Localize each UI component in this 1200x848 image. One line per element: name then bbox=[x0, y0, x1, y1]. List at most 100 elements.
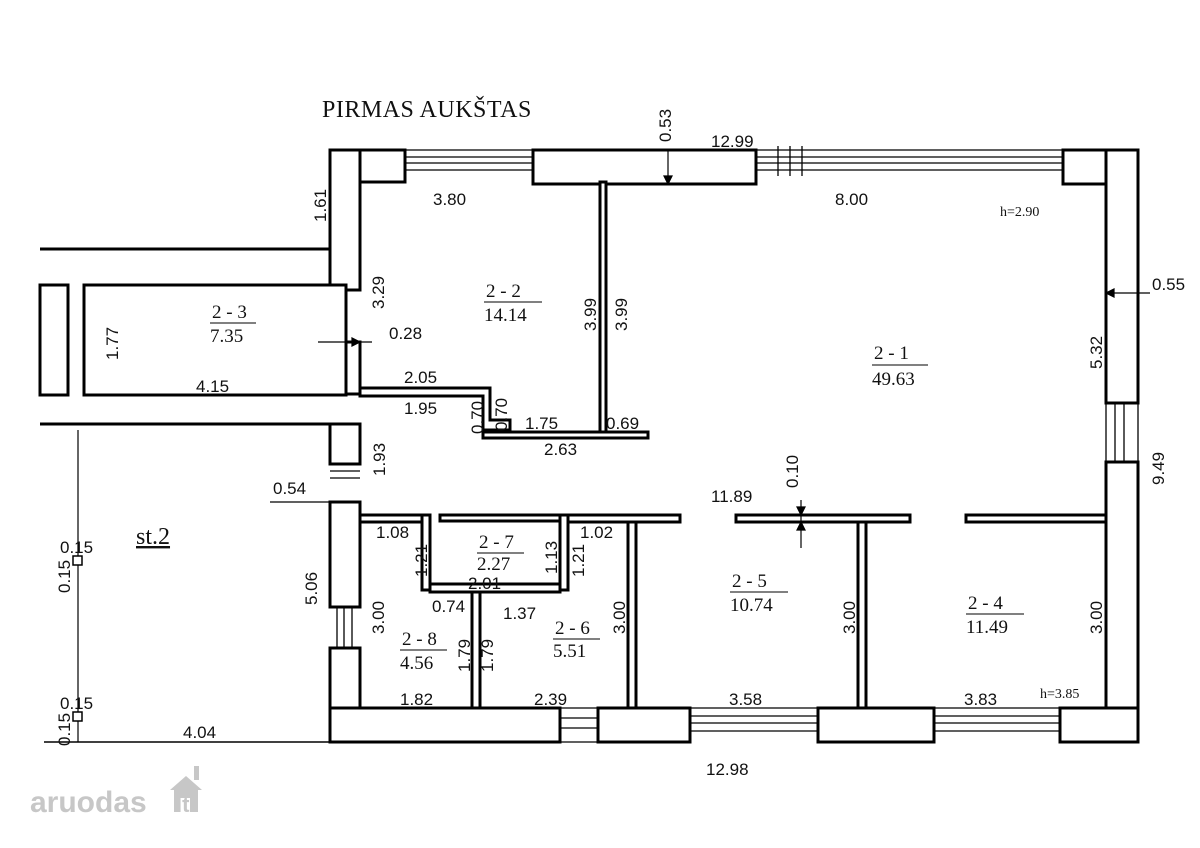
bottom-wall-d bbox=[1058, 706, 1140, 744]
dim-4-04: 4.04 bbox=[183, 723, 216, 742]
room-2-6-area: 5.51 bbox=[553, 641, 586, 662]
floor-title: PIRMAS AUKŠTAS bbox=[322, 96, 532, 123]
dim-0-70-a: 0.70 bbox=[468, 401, 487, 434]
corridor-bottom-wall-a bbox=[358, 513, 424, 524]
dim-0-69: 0.69 bbox=[606, 414, 639, 433]
room-2-1-id: 2 - 1 bbox=[874, 343, 909, 364]
left-wall-lower-2 bbox=[328, 500, 362, 609]
dim-12-99: 12.99 bbox=[711, 132, 754, 151]
corridor-bottom-wall-d bbox=[964, 513, 1108, 524]
room-2-1: 2 - 1 49.63 bbox=[872, 343, 928, 390]
top-window-right bbox=[756, 146, 1063, 176]
room-2-2: 2 - 2 14.14 bbox=[484, 281, 542, 326]
dim-1-37: 1.37 bbox=[503, 604, 536, 623]
height-note-top: h=2.90 bbox=[1000, 205, 1039, 220]
dim-0-53: 0.53 bbox=[656, 109, 675, 142]
top-wall-mid bbox=[531, 148, 758, 186]
dim-1-93: 1.93 bbox=[370, 443, 389, 476]
room-2-4-id: 2 - 4 bbox=[968, 593, 1003, 614]
dim-0-74: 0.74 bbox=[432, 597, 465, 616]
room-2-6-id: 2 - 6 bbox=[555, 618, 590, 639]
room-2-3-id: 2 - 3 bbox=[212, 302, 247, 323]
wall-2-2-bottom bbox=[358, 386, 512, 432]
dim-3-99-b: 3.99 bbox=[612, 298, 631, 331]
wall-2-7-top bbox=[438, 513, 562, 523]
dim-1-21-a: 1.21 bbox=[412, 544, 431, 577]
dim-3-99-a: 3.99 bbox=[581, 298, 600, 331]
right-window bbox=[1105, 403, 1139, 462]
dim-1-13: 1.13 bbox=[542, 541, 561, 574]
height-note-bottom: h=3.85 bbox=[1040, 687, 1079, 702]
ext-left-wall bbox=[38, 283, 70, 397]
dim-11-89: 11.89 bbox=[711, 487, 752, 506]
watermark-brand: aruodas bbox=[30, 786, 147, 819]
corridor-bottom-wall-c bbox=[734, 513, 912, 524]
left-wall-upper bbox=[328, 148, 362, 292]
room-2-3-area: 7.35 bbox=[210, 326, 243, 347]
dim-3-29: 3.29 bbox=[369, 276, 388, 309]
dim-3-00-c: 3.00 bbox=[840, 601, 859, 634]
dim-0-55: 0.55 bbox=[1152, 275, 1185, 294]
dim-3-00-d: 3.00 bbox=[1087, 601, 1106, 634]
dim-12-98: 12.98 bbox=[706, 760, 749, 779]
partition-bottom-ledge bbox=[481, 430, 650, 440]
room-2-8-area: 4.56 bbox=[400, 653, 433, 674]
dim-1-08: 1.08 bbox=[376, 523, 409, 542]
dim-0-15-c: 0.15 bbox=[60, 694, 93, 713]
room-2-6: 2 - 6 5.51 bbox=[553, 618, 600, 662]
room-2-3: 2 - 3 7.35 bbox=[210, 302, 256, 347]
dim-0-54: 0.54 bbox=[273, 479, 306, 498]
dim-1-75: 1.75 bbox=[525, 414, 558, 433]
partition-2-2-2-1 bbox=[598, 180, 608, 440]
right-wall-upper bbox=[1104, 148, 1140, 405]
dim-1-79-a: 1.79 bbox=[455, 639, 474, 672]
dim-5-06: 5.06 bbox=[302, 572, 321, 605]
top-window-left bbox=[405, 149, 533, 171]
room-labels: 2 - 1 49.63 2 - 2 14.14 2 - 3 7.35 2 - 4… bbox=[136, 205, 1079, 702]
room-2-5-id: 2 - 5 bbox=[732, 571, 767, 592]
dim-9-49: 9.49 bbox=[1149, 452, 1168, 485]
dim-0-10: 0.10 bbox=[783, 455, 802, 488]
dim-2-39: 2.39 bbox=[534, 690, 567, 709]
dim-3-83: 3.83 bbox=[964, 690, 997, 709]
dim-0-70-b: 0.70 bbox=[492, 398, 511, 431]
wall-2-7-left bbox=[420, 513, 432, 592]
left-wall-lower-1 bbox=[328, 422, 362, 466]
dim-4-15: 4.15 bbox=[196, 377, 229, 396]
wall-2-5-2-4 bbox=[856, 520, 868, 710]
wall-2-7-bottom bbox=[428, 582, 562, 594]
dim-2-63: 2.63 bbox=[544, 440, 577, 459]
dim-3-00-b: 3.00 bbox=[610, 601, 629, 634]
dim-1-95: 1.95 bbox=[404, 399, 437, 418]
room-2-7-id: 2 - 7 bbox=[479, 532, 514, 553]
st2-marker-bottom bbox=[72, 711, 83, 722]
dim-8-00: 8.00 bbox=[835, 190, 868, 209]
room-2-8: 2 - 8 4.56 bbox=[400, 629, 447, 674]
wall-2-6-2-5 bbox=[626, 520, 638, 710]
dim-1-77: 1.77 bbox=[103, 327, 122, 360]
house-icon bbox=[170, 766, 202, 812]
corridor-bottom-wall-b bbox=[566, 513, 682, 524]
room-2-4: 2 - 4 11.49 bbox=[966, 593, 1024, 638]
stairs-label: st.2 bbox=[136, 524, 170, 550]
right-wall-lower bbox=[1104, 460, 1140, 744]
bottom-wall-b bbox=[596, 706, 692, 744]
dim-3-80: 3.80 bbox=[433, 190, 466, 209]
dim-5-32: 5.32 bbox=[1087, 336, 1106, 369]
dim-2-01: 2.01 bbox=[468, 574, 501, 593]
walls bbox=[38, 146, 1140, 744]
aruodas-watermark: aruodas lt bbox=[30, 766, 202, 819]
dim-1-61: 1.61 bbox=[311, 189, 330, 222]
bottom-wall-c bbox=[816, 706, 936, 744]
dim-3-00-a: 3.00 bbox=[369, 601, 388, 634]
room-2-5: 2 - 5 10.74 bbox=[730, 571, 788, 616]
dim-1-79-b: 1.79 bbox=[478, 639, 497, 672]
dimension-markers bbox=[270, 150, 1150, 548]
room-2-7-area: 2.27 bbox=[477, 554, 510, 575]
dim-0-15-b: 0.15 bbox=[55, 560, 74, 593]
room-2-4-area: 11.49 bbox=[966, 617, 1008, 638]
bottom-wall-a bbox=[328, 706, 562, 744]
dim-2-05: 2.05 bbox=[404, 368, 437, 387]
dim-1-21-b: 1.21 bbox=[569, 544, 588, 577]
